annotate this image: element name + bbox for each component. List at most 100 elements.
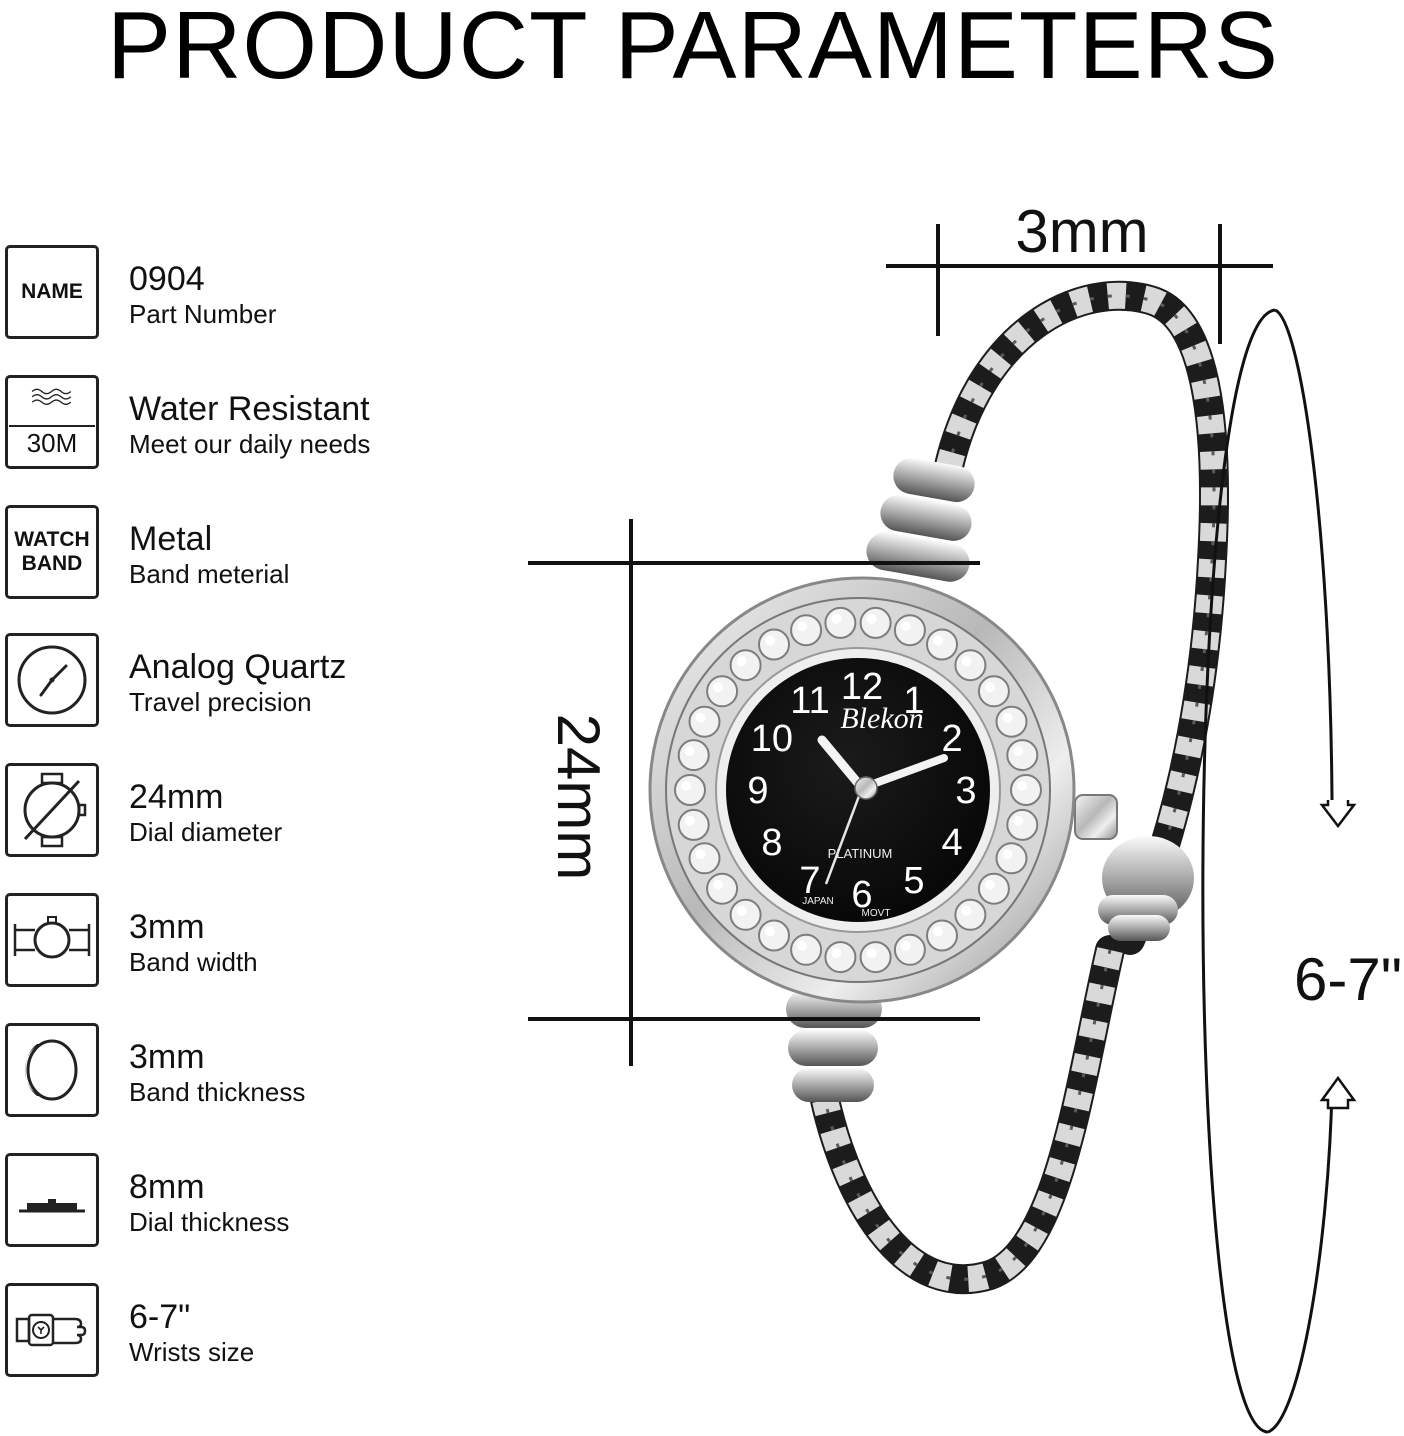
dial-diameter-icon [5,763,99,857]
dial-numeral: 12 [841,666,883,708]
dial-numeral: 7 [799,860,820,902]
spec-value: 6-7" [129,1298,191,1336]
bezel-crystal [859,941,892,974]
spec-value: Water Resistant [129,390,370,428]
dial-numeral: 8 [761,822,782,864]
bezel-crystal [688,842,721,875]
dial-diameter-graphic [23,772,87,848]
dial-thickness-graphic [19,1199,85,1213]
dial-numeral: 3 [955,770,976,812]
wrist-size-icon [5,1283,99,1377]
crystal-sparkle [900,621,911,632]
band-width-graphic [13,916,91,959]
bezel-crystal [729,649,762,682]
bezel-crystal [954,649,987,682]
spec-row-part-number: NAME 0904 Part Number [0,245,520,345]
clock-graphic [17,645,87,715]
bezel-crystal [977,872,1010,905]
crystal-sparkle [736,656,747,667]
bezel-crystal [706,872,739,905]
crystal-sparkle [695,712,706,723]
watch-case [648,576,1076,1004]
crystal-sparkle [681,781,691,791]
bezel-crystal [1010,774,1042,806]
spec-label: Band thickness [129,1077,306,1107]
dial-numeral: 6 [851,874,872,916]
spec-row-wrist-size: 6-7" Wrists size [0,1283,520,1383]
crystal-sparkle [984,682,995,693]
crystal-sparkle [736,905,747,916]
spec-label: Part Number [129,299,277,329]
crystal-sparkle [866,613,877,624]
spec-row-band-thickness: 3mm Band thickness [0,1023,520,1123]
spec-row-movement: Analog Quartz Travel precision [0,633,520,733]
watch-band-icon: WATCH BAND [5,505,99,599]
spec-value: 3mm [129,1038,205,1076]
watch-band-icon-text-1: WATCH [14,527,90,551]
bezel-crystal [674,774,706,806]
name-tag-icon: NAME [5,245,99,339]
crystal-sparkle [866,948,877,959]
spec-row-band-width: 3mm Band width [0,893,520,993]
movement-left-text: JAPAN [802,896,834,907]
spec-label: Band meterial [129,559,290,589]
spec-row-water-resistant: 30M Water Resistant Meet our daily needs [0,375,520,475]
bezel-crystal [1006,808,1039,841]
water-icon-text: 30M [26,428,78,459]
spec-row-band-material: WATCH BAND Metal Band meterial [0,505,520,605]
crystal-sparkle [765,926,775,937]
band-thickness-icon [5,1023,99,1117]
wrist-size-dimension [1201,308,1357,1434]
crystal-sparkle [961,905,972,916]
lower-knuckles [786,990,882,1102]
bezel-crystal [893,933,926,966]
bezel-crystal [688,705,721,738]
spec-value: 3mm [129,908,205,946]
brand-logo: Blekon [840,702,923,735]
crystal-sparkle [713,879,724,890]
dial-thickness-icon [5,1153,99,1247]
band-width-label: 3mm [1015,198,1148,265]
band-width-icon [5,893,99,987]
spec-row-dial-thickness: 8mm Dial thickness [0,1153,520,1253]
rope-band [810,280,1230,1295]
upper-knuckles [866,458,975,582]
bezel-crystal [758,919,790,952]
dial-numeral: 10 [751,718,793,760]
crystal-sparkle [933,635,943,646]
crystal-sparkle [933,926,943,937]
band-thickness-graphic [24,1039,78,1101]
crystal-sparkle [1002,849,1013,860]
wrist-size-label: 6-7" [1294,946,1402,1013]
bezel-crystal [729,898,762,931]
bezel-crystal [995,842,1028,875]
spec-label: Meet our daily needs [129,429,371,459]
bezel-crystal [824,606,857,639]
water-waves-icon: 30M [5,375,99,469]
spec-row-dial-diameter: 24mm Dial diameter [0,763,520,863]
inner-rim [715,647,1001,933]
clock-face-icon [5,633,99,727]
bezel-crystal [954,898,987,931]
crystal-sparkle [1002,712,1013,723]
crystal-sparkle [831,613,842,624]
bezel-crystal [977,675,1010,708]
spec-label: Dial diameter [129,817,283,847]
spec-value: 0904 [129,260,205,298]
dial-numeral: 1 [903,680,924,722]
crystal-sparkle [1013,746,1024,757]
bezel-crystal [995,705,1028,738]
dial-numeral: 11 [790,680,829,722]
movement-right-text: MOVT [862,908,891,919]
water-icon-divider [9,425,95,428]
dial-numeral: 9 [747,770,768,812]
dial-diameter-dimension [528,519,980,1066]
crystal-sparkle [713,682,724,693]
wrist-size-graphic [15,1313,87,1347]
dial-numeral: 4 [942,822,963,864]
crystal-sparkle [695,849,706,860]
crystal-sparkle [961,656,972,667]
crystal-sparkle [797,621,808,632]
spec-label: Wrists size [129,1337,255,1367]
